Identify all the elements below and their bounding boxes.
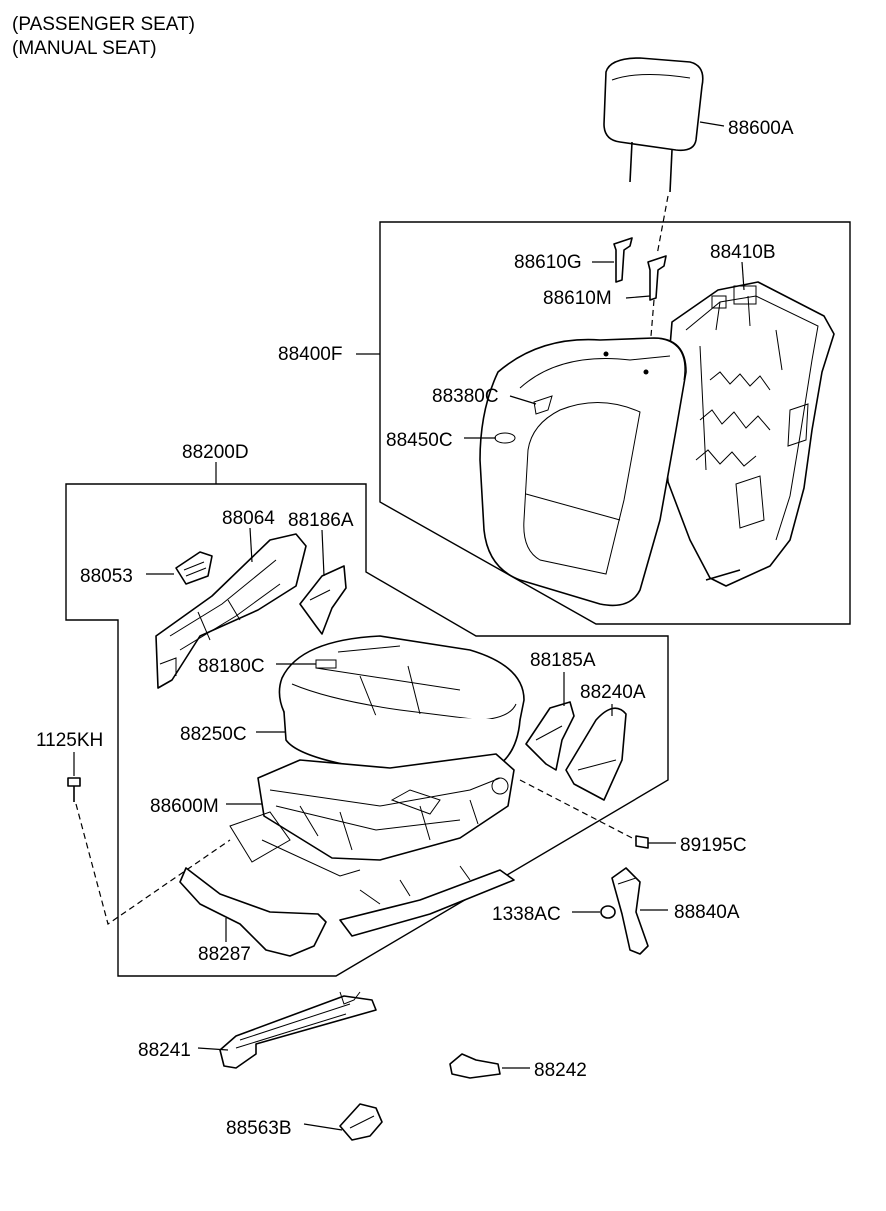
label-88840A: 88840A — [674, 902, 740, 923]
label-88064: 88064 — [222, 508, 275, 529]
header-passenger-seat: (PASSENGER SEAT) — [12, 14, 195, 35]
label-88450C: 88450C — [386, 430, 453, 451]
label-88250C: 88250C — [180, 724, 247, 745]
cover-88242[interactable] — [449, 1053, 501, 1079]
label-88600A: 88600A — [728, 118, 794, 139]
belt-buckle-88840A[interactable] — [611, 867, 649, 955]
header-manual-seat: (MANUAL SEAT) — [12, 38, 157, 59]
label-88241: 88241 — [138, 1040, 191, 1061]
label-89195C: 89195C — [680, 835, 747, 856]
label-88563B: 88563B — [226, 1118, 292, 1139]
label-88400F: 88400F — [278, 344, 342, 365]
label-88186A: 88186A — [288, 510, 354, 531]
label-88610G: 88610G — [514, 252, 582, 273]
front-trim-88287[interactable] — [179, 867, 327, 957]
seat-back-frame[interactable] — [663, 281, 835, 587]
label-88185A: 88185A — [530, 650, 596, 671]
side-cover-88240A[interactable] — [565, 707, 627, 801]
label-88200D: 88200D — [182, 442, 249, 463]
label-88180C: 88180C — [198, 656, 265, 677]
label-88242: 88242 — [534, 1060, 587, 1081]
rail-cover-88241[interactable] — [219, 991, 377, 1069]
label-88053: 88053 — [80, 566, 133, 587]
label-88380C: 88380C — [432, 386, 499, 407]
label-88600M: 88600M — [150, 796, 219, 817]
label-1338AC: 1338AC — [492, 904, 561, 925]
bolt-1125KH[interactable] — [67, 777, 81, 802]
cover-88053[interactable] — [175, 551, 213, 585]
label-1125KH: 1125KH — [36, 730, 103, 751]
headrest-guide-88610M[interactable] — [647, 255, 667, 301]
headrest-part[interactable] — [603, 57, 704, 193]
label-88410B: 88410B — [710, 242, 776, 263]
seat-cushion-assembly-box — [65, 483, 669, 977]
bracket-88186A[interactable] — [299, 565, 347, 635]
screw-89195C[interactable] — [635, 835, 649, 849]
bracket-88185A[interactable] — [525, 701, 575, 771]
label-88610M: 88610M — [543, 288, 612, 309]
label-88240A: 88240A — [580, 682, 646, 703]
cover-88563B[interactable] — [339, 1103, 383, 1141]
seat-back-cover[interactable] — [479, 337, 687, 607]
seat-back-assembly-box — [379, 221, 851, 625]
side-shield-88064[interactable] — [155, 533, 307, 689]
seat-frame-track[interactable] — [229, 753, 515, 937]
headrest-guide-88610G[interactable] — [613, 237, 633, 283]
label-88287: 88287 — [198, 944, 251, 965]
nut-1338AC[interactable] — [600, 905, 616, 919]
